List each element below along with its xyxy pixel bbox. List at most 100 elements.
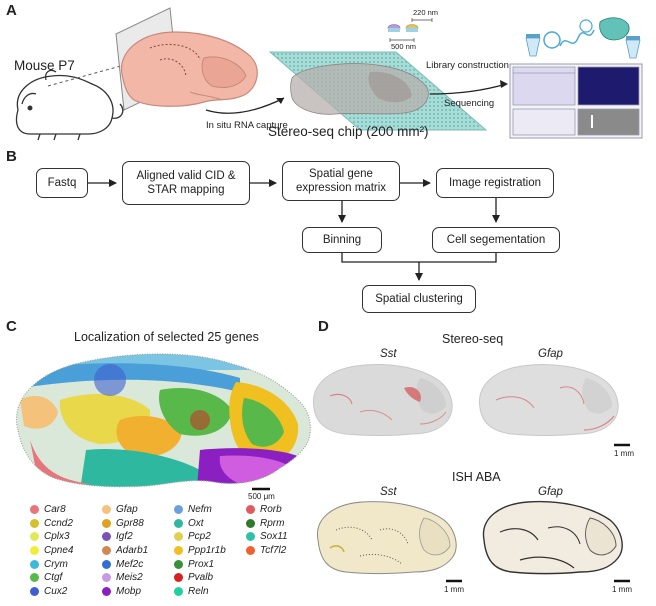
spatial-clustering-box: Spatial clustering — [362, 285, 476, 313]
ish-gene-sst: Sst — [380, 486, 397, 498]
legend-color-dot — [102, 505, 111, 515]
legend-gene-label: Mef2c — [116, 558, 144, 570]
legend-color-dot — [30, 532, 39, 542]
legend-item: Gfap — [102, 503, 174, 517]
legend-gene-label: Meis2 — [116, 572, 143, 584]
legend-item: Reln — [174, 585, 246, 599]
legend-item: Cplx3 — [30, 530, 102, 544]
legend-item: Igf2 — [102, 530, 174, 544]
legend-color-dot — [174, 532, 183, 542]
legend-item: Oxt — [174, 517, 246, 531]
panel-c-title: Localization of selected 25 genes — [74, 330, 259, 344]
legend-color-dot — [102, 518, 111, 528]
stereo-title: Stereo-seq — [442, 332, 504, 346]
dna-nanoball-icon — [387, 18, 433, 42]
legend-gene-label: Cpne4 — [44, 545, 74, 557]
fastq-box: Fastq — [36, 168, 88, 198]
scale-label-c: 500 μm — [248, 492, 275, 501]
legend-item: Pcp2 — [174, 530, 246, 544]
legend-color-dot — [174, 559, 183, 569]
legend-color-dot — [102, 559, 111, 569]
capture-arrow — [205, 97, 285, 114]
legend-item: Meis2 — [102, 571, 174, 585]
library-arrow — [429, 83, 507, 95]
legend-gene-label: Cplx3 — [44, 531, 70, 543]
stereo-gene-gfap: Gfap — [538, 348, 563, 360]
legend-color-dot — [102, 546, 111, 556]
binning-box: Binning — [302, 227, 382, 253]
legend-gene-label: Pcp2 — [188, 531, 211, 543]
legend-gene-label: Sox11 — [260, 531, 288, 543]
legend-gene-label: Igf2 — [116, 531, 133, 543]
legend-gene-label: Nefm — [188, 504, 212, 516]
legend-item: Mobp — [102, 585, 174, 599]
legend-color-dot — [102, 573, 111, 583]
legend-item: Rprm — [246, 517, 318, 531]
capture-label: In situ RNA capture — [206, 120, 288, 131]
legend-color-dot — [102, 586, 111, 596]
library-label: Library construction — [426, 60, 509, 71]
scale-label-d3: 1 mm — [612, 585, 632, 594]
legend-color-dot — [174, 518, 183, 528]
legend-color-dot — [30, 546, 39, 556]
legend-item: Ppp1r1b — [174, 544, 246, 558]
legend-color-dot — [30, 559, 39, 569]
ish-sst-section — [317, 501, 457, 574]
legend-item: Gpr88 — [102, 517, 174, 531]
legend-gene-label: Rorb — [260, 504, 282, 516]
legend-gene-label: Ppp1r1b — [188, 545, 226, 557]
legend-item: Pvalb — [174, 571, 246, 585]
ish-gfap-section — [482, 500, 623, 575]
legend-gene-label: Oxt — [188, 517, 204, 529]
scale-label-d1: 1 mm — [614, 449, 634, 458]
sequencing-label: Sequencing — [444, 98, 495, 109]
legend-item: Cpne4 — [30, 544, 102, 558]
legend-gene-label: Prox1 — [188, 558, 215, 570]
legend-item: Cux2 — [30, 585, 102, 599]
legend-gene-label: Mobp — [116, 585, 142, 597]
legend-gene-label: Reln — [188, 585, 209, 597]
legend-color-dot — [174, 546, 183, 556]
cell-segmentation-box: Cell segementation — [432, 227, 560, 253]
panel-letter-b: B — [6, 148, 17, 165]
legend-item: Rorb — [246, 503, 318, 517]
ish-title: ISH ABA — [452, 470, 501, 484]
spatial-matrix-box: Spatial gene expression matrix — [282, 161, 400, 201]
legend-gene-label: Ctgf — [44, 572, 63, 584]
legend-gene-label: Adarb1 — [116, 545, 149, 557]
legend-item: Tcf7l2 — [246, 544, 318, 558]
legend-gene-label: Gpr88 — [116, 517, 144, 529]
legend-color-dot — [102, 532, 111, 542]
legend-color-dot — [246, 505, 255, 515]
legend-gene-label: Cux2 — [44, 585, 68, 597]
legend-color-dot — [30, 586, 39, 596]
legend-color-dot — [174, 573, 183, 583]
image-registration-box: Image registration — [436, 168, 554, 198]
legend-color-dot — [30, 573, 39, 583]
dimension-220: 220 nm — [413, 8, 439, 17]
legend-gene-label: Crym — [44, 558, 68, 570]
legend-color-dot — [246, 532, 255, 542]
panel-letter-d: D — [318, 318, 329, 335]
legend-gene-label: Rprm — [260, 517, 285, 529]
legend-item: Ccnd2 — [30, 517, 102, 531]
legend-item: Nefm — [174, 503, 246, 517]
library-tube-icons — [525, 17, 641, 59]
ish-gene-gfap: Gfap — [538, 486, 563, 498]
aligned-box: Aligned valid CID & STAR mapping — [122, 161, 250, 205]
legend-color-dot — [246, 518, 255, 528]
legend-color-dot — [30, 505, 39, 515]
legend-color-dot — [174, 505, 183, 515]
legend-color-dot — [30, 518, 39, 528]
legend-gene-label: Pvalb — [188, 572, 214, 584]
legend-gene-label: Ccnd2 — [44, 517, 73, 529]
legend-item: Mef2c — [102, 557, 174, 571]
legend-item: Crym — [30, 557, 102, 571]
sequencer-flowcell — [509, 63, 643, 139]
panel-letter-c: C — [6, 318, 17, 335]
